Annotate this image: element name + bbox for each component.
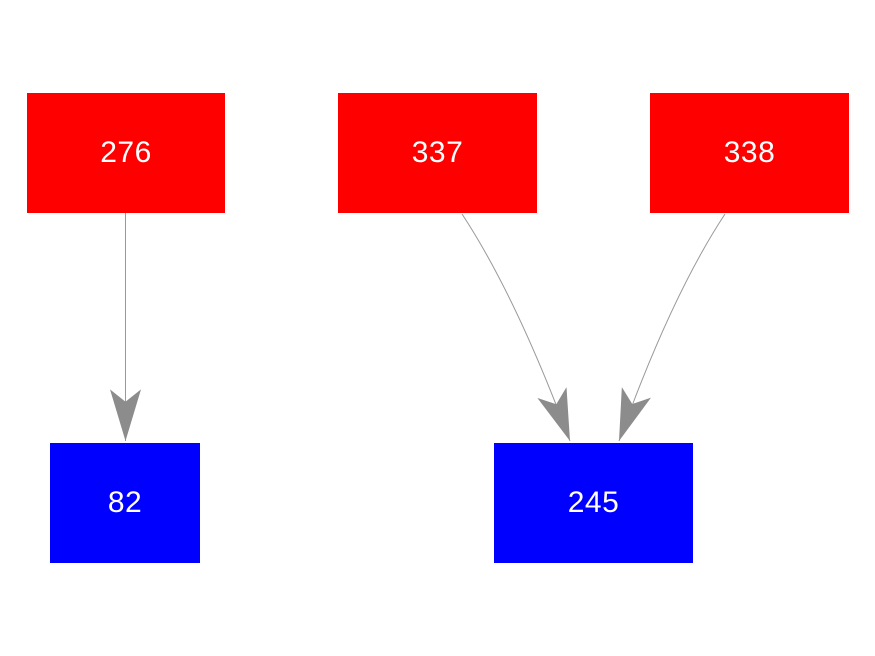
node-338[interactable]: 338 (650, 93, 849, 213)
node-label: 337 (411, 136, 464, 169)
node-276[interactable]: 276 (27, 93, 225, 213)
edge-338-to-245 (618, 213, 726, 442)
node-label: 338 (723, 136, 776, 169)
node-245[interactable]: 245 (494, 443, 693, 563)
node-label: 276 (100, 136, 152, 169)
node-337[interactable]: 337 (338, 93, 537, 213)
node-label: 82 (107, 486, 143, 519)
node-label: 245 (567, 486, 620, 519)
edge-337-to-245 (461, 213, 571, 442)
node-82[interactable]: 82 (50, 443, 200, 563)
